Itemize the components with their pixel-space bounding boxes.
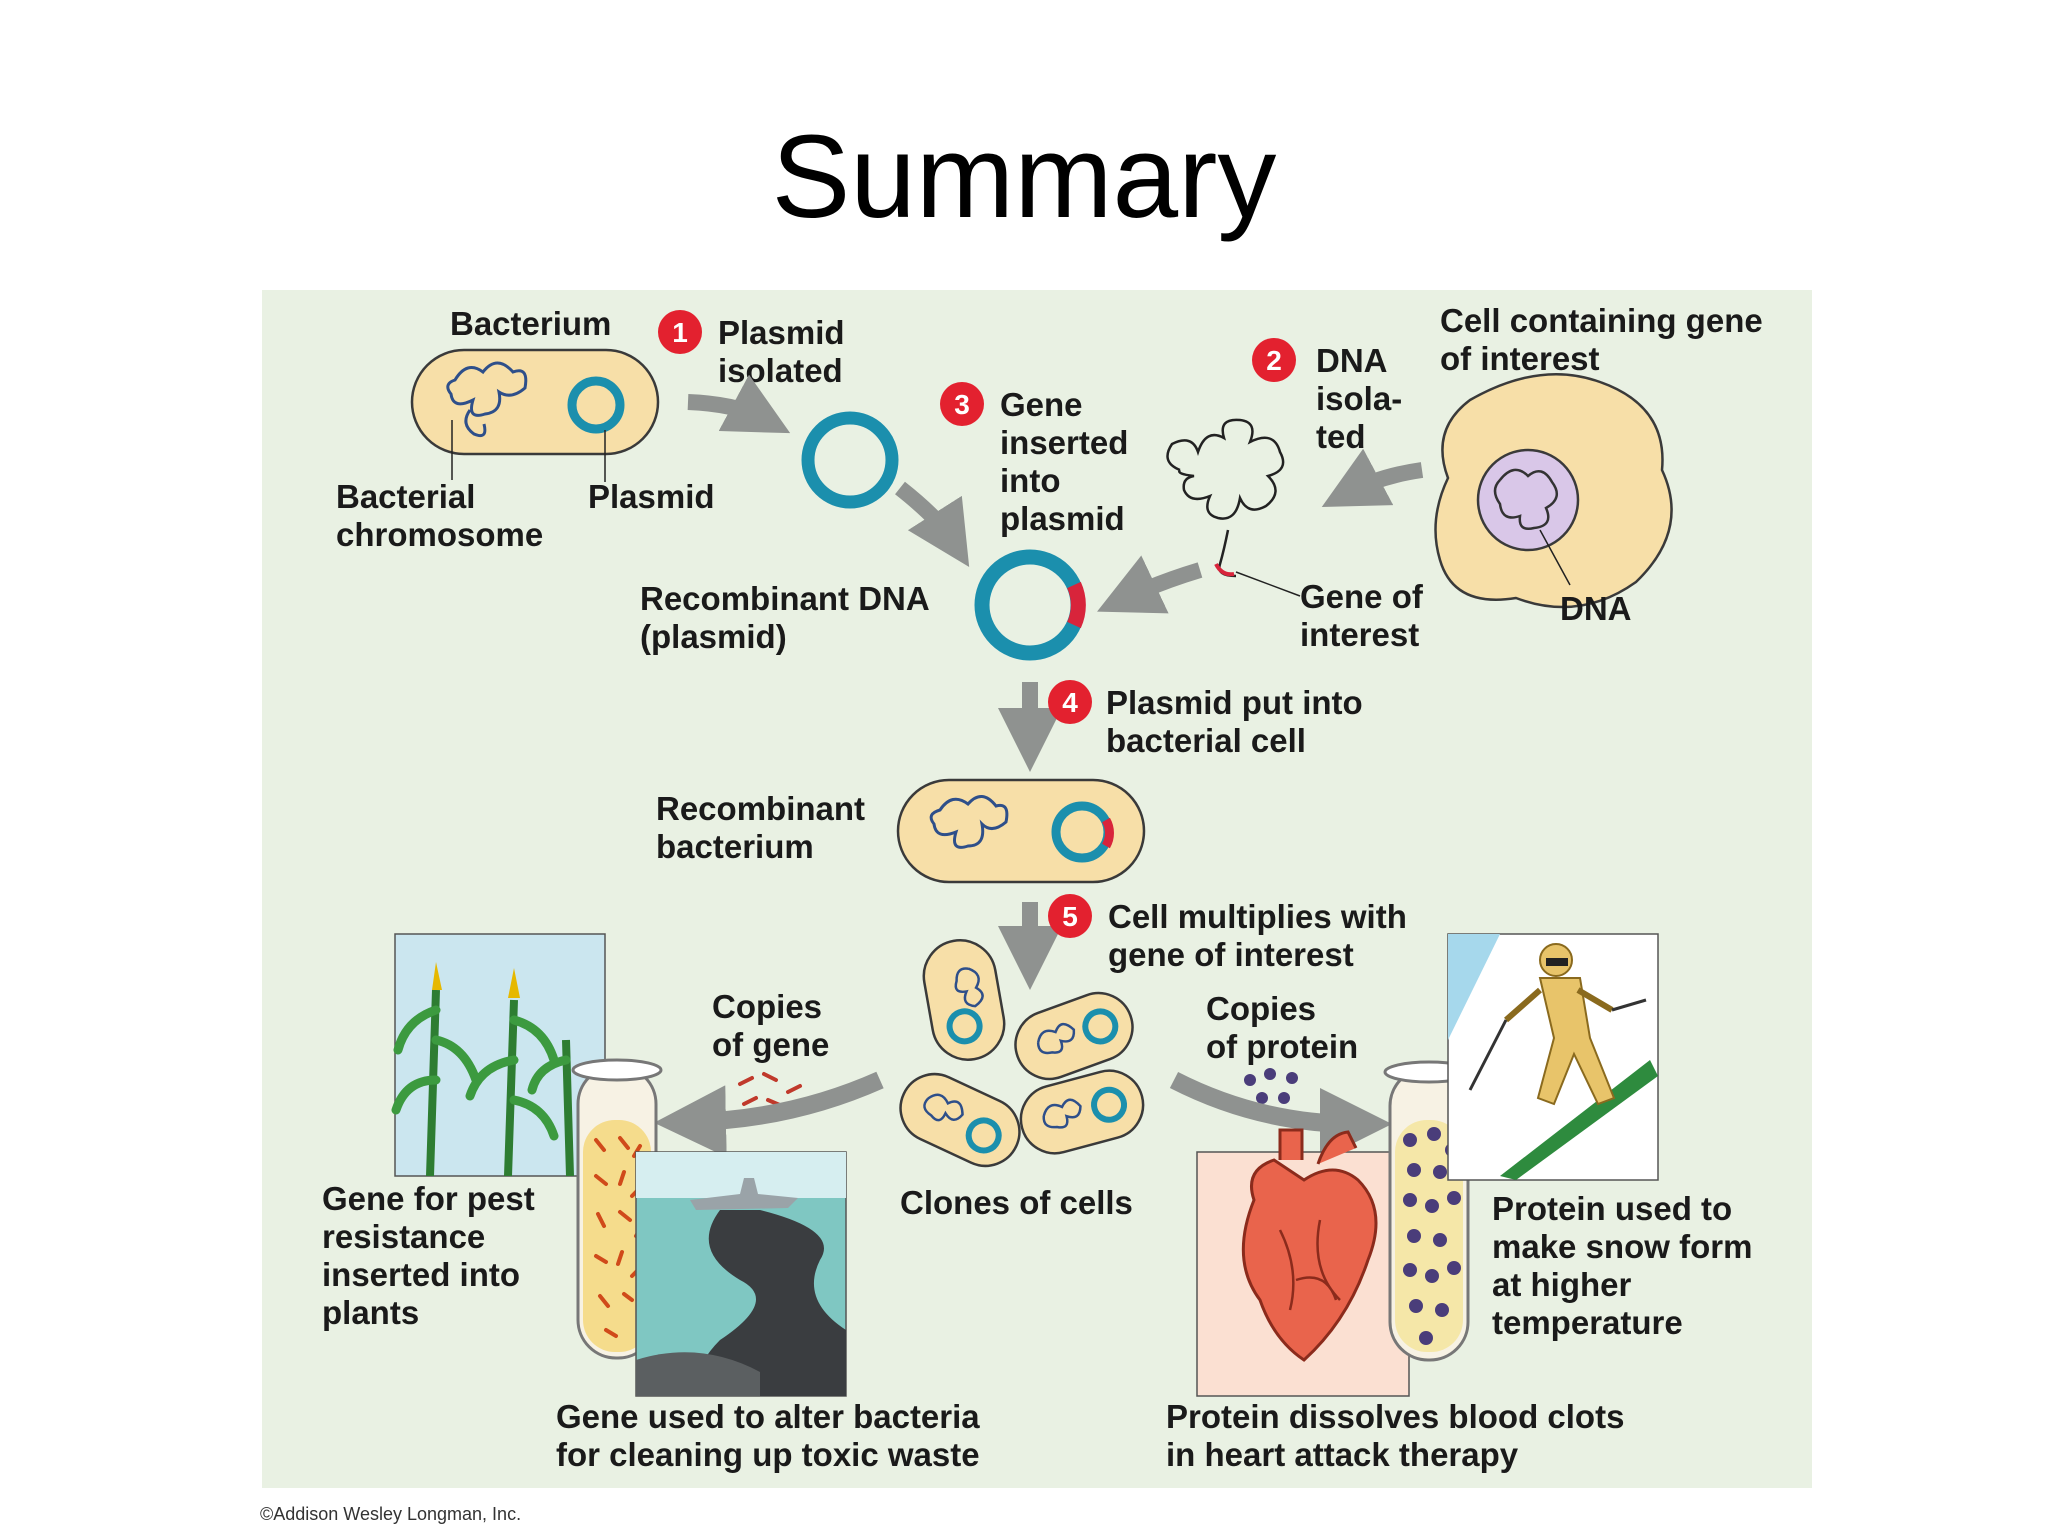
skier-picture	[1447, 933, 1659, 1181]
recombinant-gene-insert	[1067, 581, 1086, 629]
step-1-badge	[658, 310, 702, 354]
step-5-badge	[1048, 894, 1092, 938]
dna-label: DNA	[1560, 590, 1632, 627]
copies-of-gene-label: Copies of gene	[712, 988, 831, 1063]
gene-of-interest-segment	[1214, 563, 1235, 577]
arrow-to-isolated-plasmid	[687, 374, 791, 434]
step-2-badge	[1252, 338, 1296, 382]
clones-of-cells	[899, 939, 1145, 1168]
slide-title: Summary	[771, 111, 1277, 243]
protein-copies	[1244, 1068, 1298, 1104]
copyright-credit: ©Addison Wesley Longman, Inc.	[260, 1504, 521, 1524]
arrow-gene-to-plasmid	[1097, 555, 1203, 614]
bacterium-label: Bacterium	[450, 305, 611, 342]
pest-resistance-label: Gene for pest resistance inserted into p…	[322, 1180, 544, 1331]
donor-nucleus	[1476, 448, 1580, 552]
toxic-waste-label: Gene used to alter bacteria for cleaning…	[556, 1398, 989, 1473]
isolated-plasmid	[801, 411, 899, 509]
copies-of-protein-label: Copies of protein	[1206, 990, 1358, 1065]
step-1-number: 1	[672, 317, 688, 348]
step-4-label: Plasmid put into bacterial cell	[1106, 684, 1372, 759]
plasmid-ring	[567, 376, 625, 434]
gene-of-interest-label: Gene of interest	[1300, 578, 1432, 653]
nucleus-dna	[1493, 468, 1559, 530]
arrow-from-donor	[1321, 448, 1424, 508]
step-1-label: Plasmid isolated	[718, 314, 854, 389]
toxic-waste-cleanup-picture	[635, 1151, 847, 1397]
heart-picture	[1196, 1128, 1410, 1397]
plasmid-label: Plasmid	[588, 478, 715, 515]
arrow-to-applications-left	[654, 1071, 884, 1158]
arrow-to-recombinant	[895, 481, 970, 567]
step-4-number: 4	[1062, 687, 1078, 718]
clones-of-cells-label: Clones of cells	[900, 1184, 1133, 1221]
bacterial-chromosome-label: Bacterial chromosome	[336, 478, 543, 553]
arrow-to-applications-right	[1169, 1071, 1392, 1160]
step-5-label: Cell multiplies with gene of interest	[1108, 898, 1416, 973]
recombinant-bacterium-label: Recombinant bacterium	[656, 790, 874, 865]
step-3-badge	[940, 382, 984, 426]
snow-label: Protein used to make snow form at higher…	[1492, 1190, 1762, 1341]
recombinant-dna-label: Recombinant DNA (plasmid)	[640, 580, 938, 655]
step-5-number: 5	[1062, 901, 1078, 932]
step-3-number: 3	[954, 389, 970, 420]
bacterium	[410, 348, 660, 482]
step-3-label: Gene inserted into plasmid	[1000, 386, 1138, 537]
corn-plants-picture	[391, 933, 606, 1177]
step-4-badge	[1048, 680, 1092, 724]
recombinant-bacterium	[896, 778, 1146, 884]
step-2-number: 2	[1266, 345, 1282, 376]
blood-clots-label: Protein dissolves blood clots in heart a…	[1166, 1398, 1634, 1473]
bacterial-chromosome	[446, 361, 528, 438]
cell-containing-gene-label: Cell containing gene of interest	[1440, 302, 1772, 377]
